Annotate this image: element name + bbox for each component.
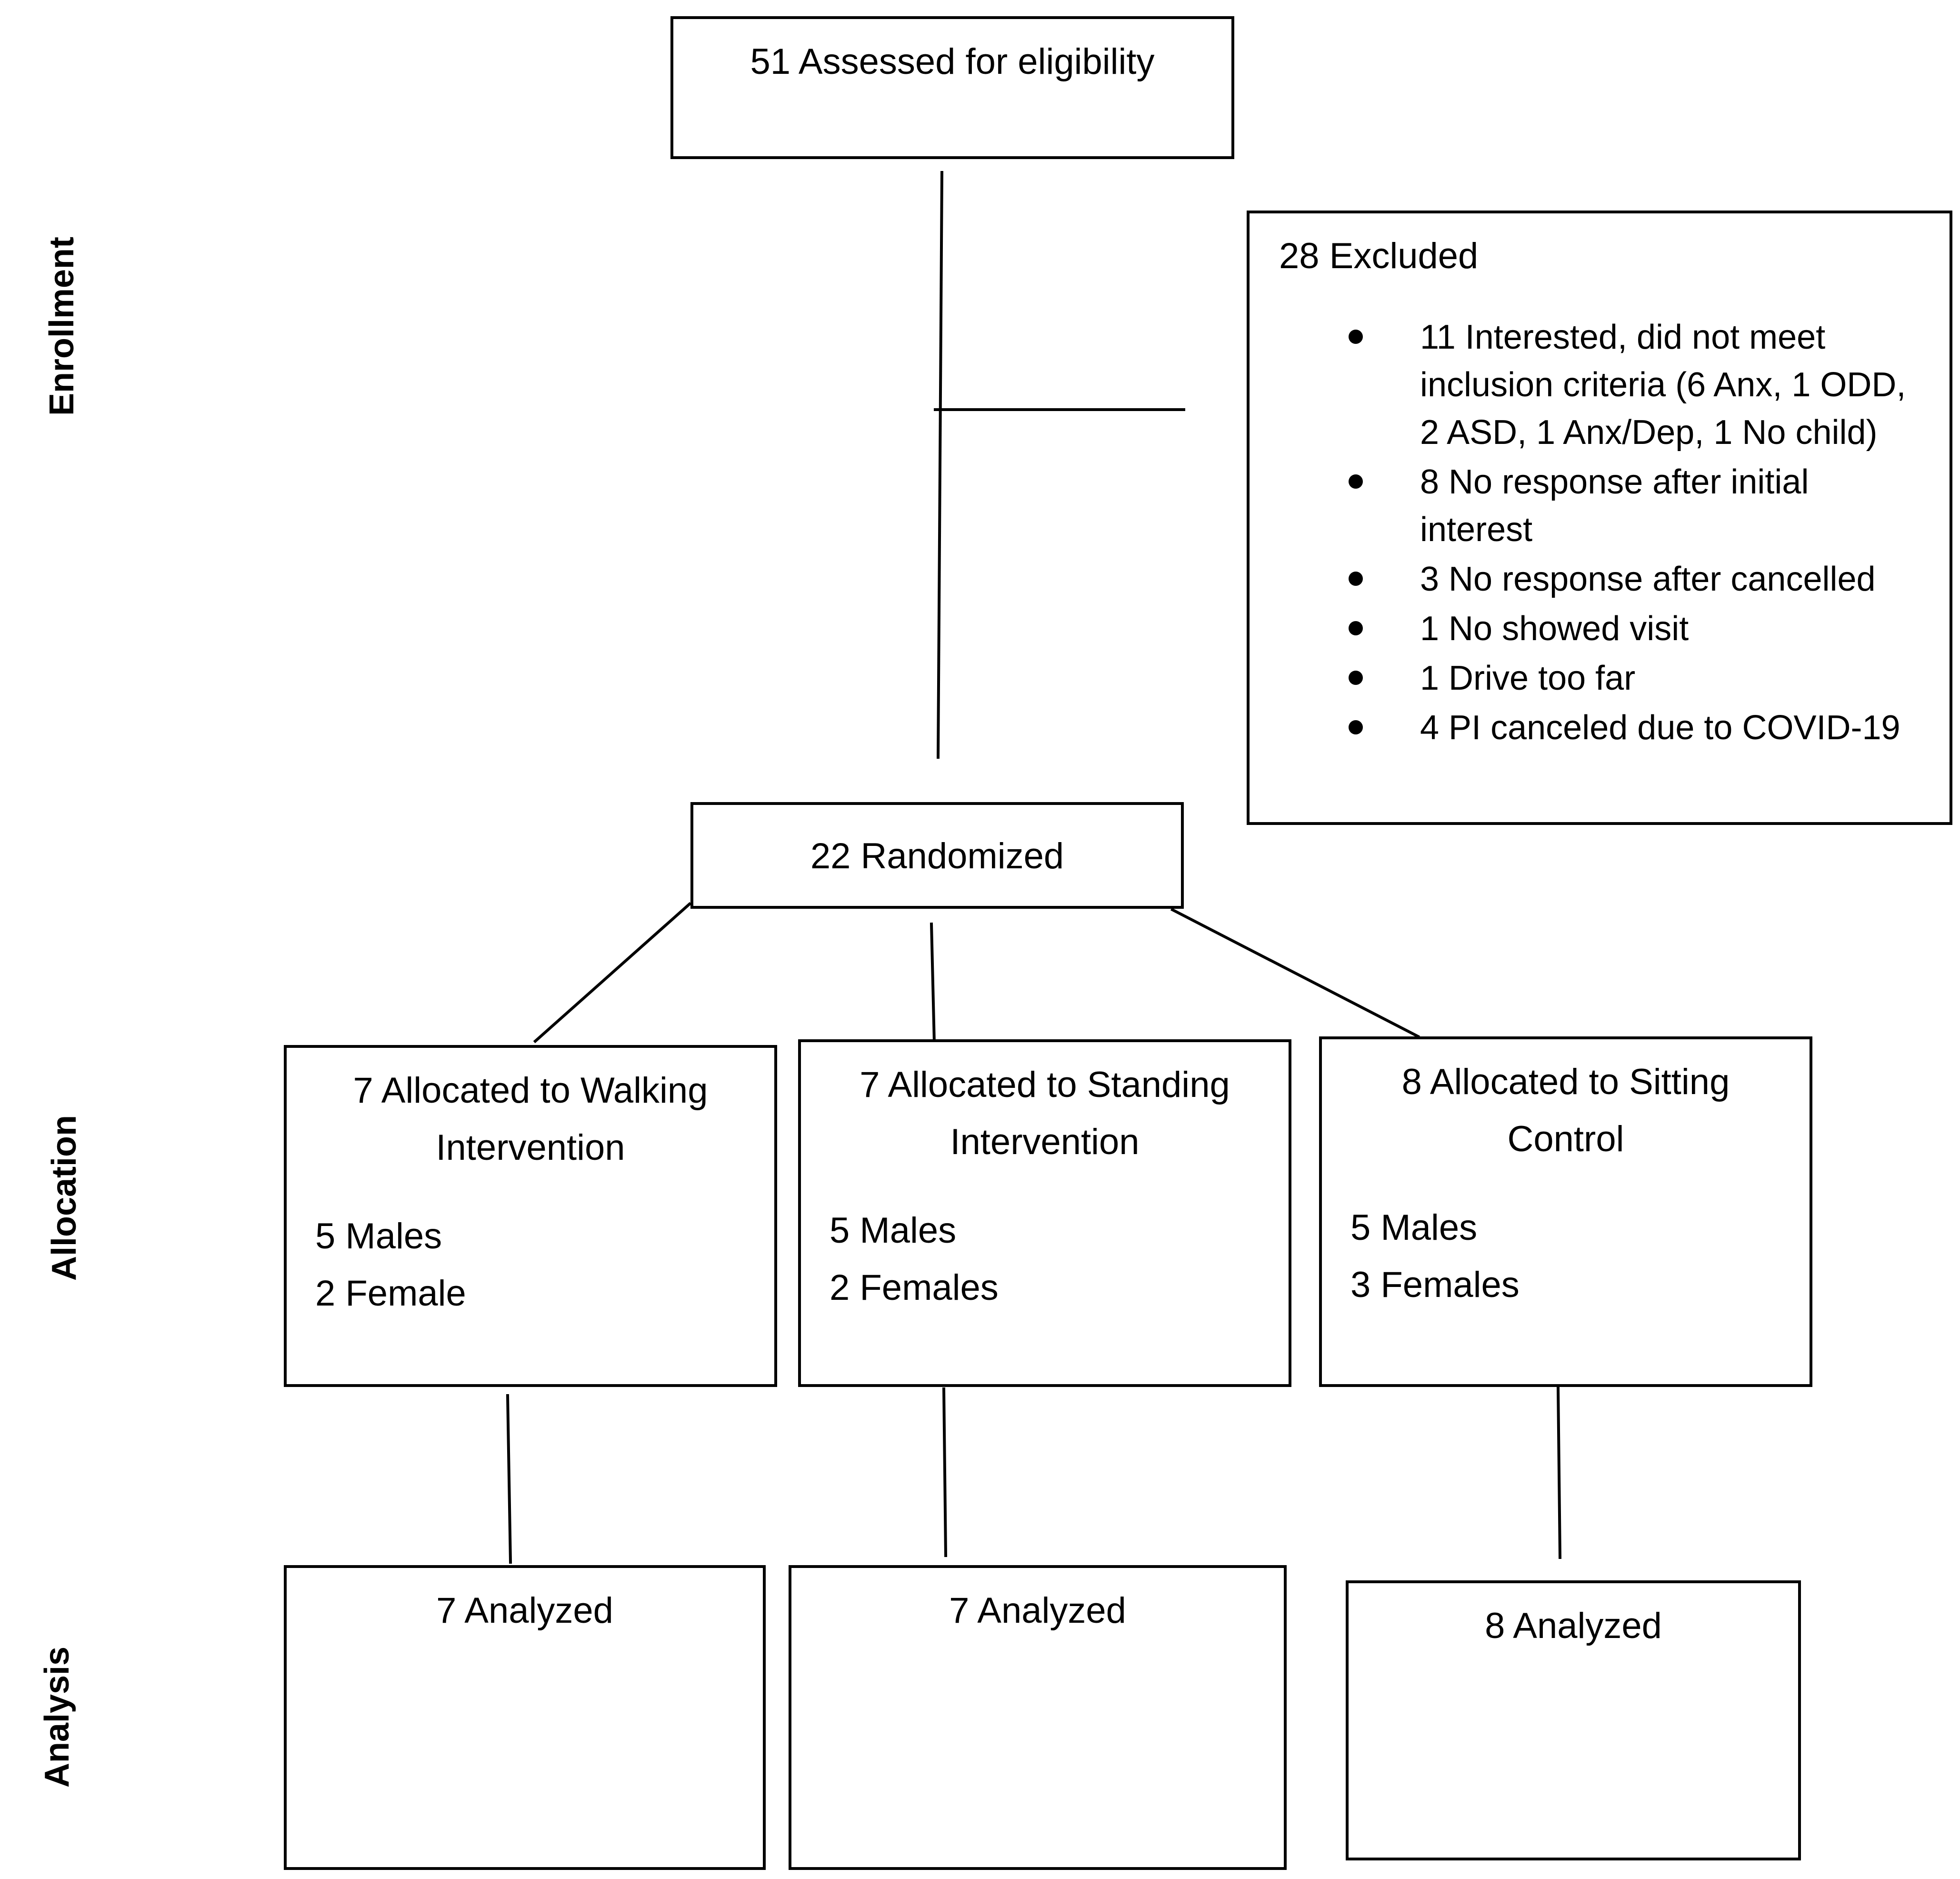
assessed-box: 51 Assessed for eligibility xyxy=(670,16,1234,159)
excluded-reason-item: 3 No response after cancelled xyxy=(1250,555,1930,603)
sitting-analyzed-box: 8 Analyzed xyxy=(1346,1580,1801,1860)
bullet-icon xyxy=(1349,671,1363,685)
sitting-females-count: 3 Females xyxy=(1350,1265,1520,1305)
walking-analyzed-title: 7 Analyzed xyxy=(436,1590,613,1631)
randomized-title: 22 Randomized xyxy=(810,836,1064,876)
bullet-icon xyxy=(1349,621,1363,635)
sitting-allocation-box: 8 Allocated to Sitting Control 5 Males 3… xyxy=(1319,1036,1812,1387)
excluded-reason-text: 8 No response after initial interest xyxy=(1420,463,1809,549)
bullet-icon xyxy=(1349,572,1363,586)
connector-randomized-to-standing xyxy=(930,922,936,1045)
sitting-analyzed-title: 8 Analyzed xyxy=(1485,1606,1662,1646)
excluded-reason-text: 1 No showed visit xyxy=(1420,610,1689,648)
walking-allocation-title-line2: Intervention xyxy=(436,1127,625,1168)
phase-label-allocation: Allocation xyxy=(45,1115,83,1281)
bullet-icon xyxy=(1349,720,1363,734)
standing-allocation-title-line2: Intervention xyxy=(950,1122,1140,1162)
connector-walking-to-analyzed xyxy=(506,1394,512,1564)
standing-allocation-title-line1: 7 Allocated to Standing xyxy=(860,1065,1230,1105)
excluded-reason-text: 1 Drive too far xyxy=(1420,659,1636,697)
standing-females-count: 2 Females xyxy=(830,1267,999,1308)
walking-females-count: 2 Female xyxy=(315,1273,466,1314)
bullet-icon xyxy=(1349,474,1363,489)
excluded-title: 28 Excluded xyxy=(1279,236,1479,276)
excluded-reasons-list: 11 Interested, did not meet inclusion cr… xyxy=(1250,313,1930,754)
standing-analyzed-box: 7 Analyzed xyxy=(789,1565,1287,1870)
walking-analyzed-box: 7 Analyzed xyxy=(284,1565,766,1870)
assessed-title: 51 Assessed for eligibility xyxy=(750,41,1155,82)
excluded-reason-text: 3 No response after cancelled xyxy=(1420,560,1876,598)
excluded-reason-item: 4 PI canceled due to COVID-19 xyxy=(1250,704,1930,752)
walking-males-count: 5 Males xyxy=(315,1216,442,1256)
excluded-box: 28 Excluded 11 Interested, did not meet … xyxy=(1247,211,1952,825)
walking-allocation-box: 7 Allocated to Walking Intervention 5 Ma… xyxy=(284,1045,777,1387)
phase-label-enrollment: Enrollment xyxy=(43,236,81,416)
sitting-allocation-title-line1: 8 Allocated to Sitting xyxy=(1401,1062,1730,1102)
sitting-males-count: 5 Males xyxy=(1350,1207,1478,1248)
excluded-reason-item: 1 Drive too far xyxy=(1250,654,1930,702)
sitting-allocation-title-line2: Control xyxy=(1507,1119,1624,1159)
standing-males-count: 5 Males xyxy=(830,1210,957,1251)
excluded-reason-text: 4 PI canceled due to COVID-19 xyxy=(1420,709,1900,747)
connector-randomized-to-walking xyxy=(533,902,692,1044)
excluded-reason-item: 8 No response after initial interest xyxy=(1250,458,1930,553)
connector-assessed-to-randomized xyxy=(936,171,944,759)
walking-allocation-title-line1: 7 Allocated to Walking xyxy=(353,1070,708,1111)
excluded-reason-item: 1 No showed visit xyxy=(1250,605,1930,653)
connector-sitting-to-analyzed xyxy=(1556,1386,1562,1559)
standing-allocation-box: 7 Allocated to Standing Intervention 5 M… xyxy=(798,1039,1291,1387)
excluded-reason-text: 11 Interested, did not meet inclusion cr… xyxy=(1420,318,1906,452)
standing-analyzed-title: 7 Analyzed xyxy=(949,1590,1126,1631)
connector-standing-to-analyzed xyxy=(942,1387,948,1557)
bullet-icon xyxy=(1349,330,1363,344)
excluded-reason-item: 11 Interested, did not meet inclusion cr… xyxy=(1250,313,1930,456)
connector-randomized-to-sitting xyxy=(1170,907,1420,1039)
phase-label-analysis: Analysis xyxy=(38,1646,76,1788)
randomized-box: 22 Randomized xyxy=(690,802,1184,909)
